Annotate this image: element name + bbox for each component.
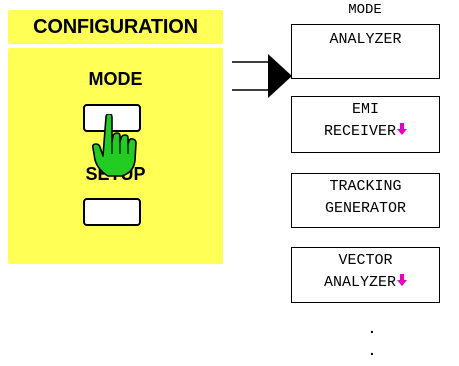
softkey-menu-caption: MODE [348, 2, 382, 18]
softkey-label: RECEIVER [323, 123, 396, 140]
setup-key[interactable] [83, 198, 141, 226]
softkey-label: EMI [351, 101, 379, 118]
configuration-title: CONFIGURATION [8, 10, 223, 44]
softkey-label: GENERATOR [324, 200, 406, 217]
softkey-vector-analyzer[interactable]: VECTOR ANALYZER [291, 247, 440, 303]
softkey-tracking-generator[interactable]: TRACKING GENERATOR [291, 173, 440, 228]
mode-key-label: MODE [88, 69, 143, 89]
submenu-arrow-icon [397, 274, 407, 286]
softkey-analyzer[interactable]: ANALYZER [291, 24, 440, 79]
arrow-right-icon [232, 54, 292, 98]
softkey-label: TRACKING [329, 178, 402, 195]
continuation-dot: . [370, 320, 374, 336]
softkey-emi-receiver[interactable]: EMI RECEIVER [291, 96, 440, 153]
pointing-hand-icon [92, 114, 137, 177]
softkey-label: ANALYZER [329, 31, 402, 48]
submenu-arrow-icon [397, 123, 407, 135]
softkey-label: VECTOR [338, 252, 393, 269]
continuation-dot: . [370, 342, 374, 358]
configuration-panel: MODE SETUP [8, 48, 223, 264]
softkey-label: ANALYZER [323, 274, 396, 291]
